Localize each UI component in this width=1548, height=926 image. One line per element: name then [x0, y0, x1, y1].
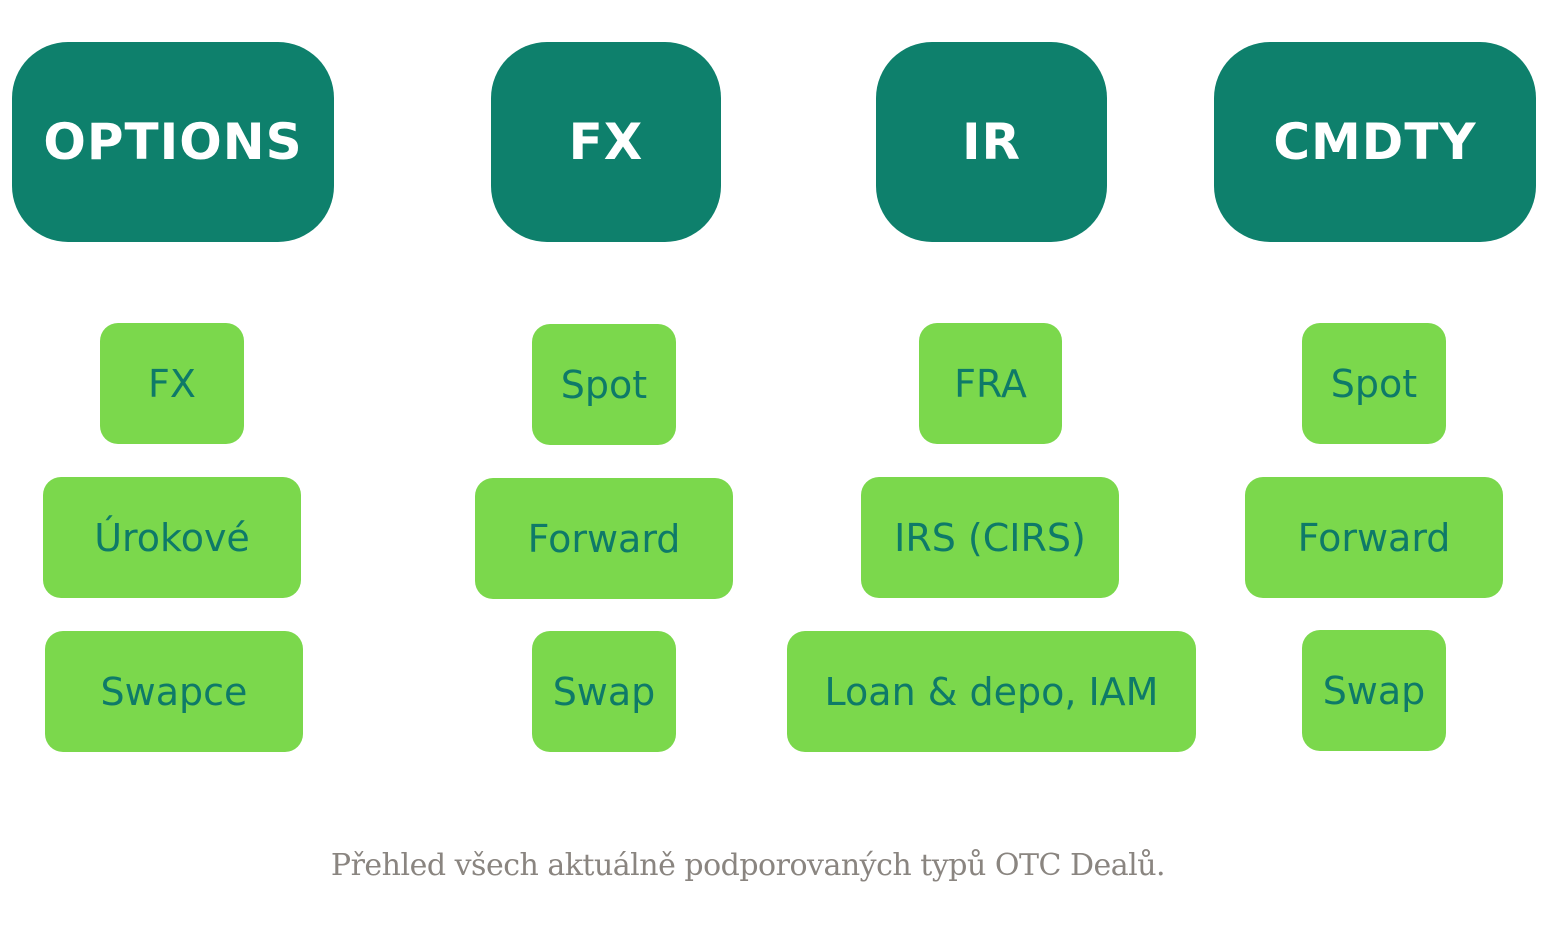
cmdty-item-swap: Swap	[1302, 630, 1446, 751]
options-item-urokove: Úrokové	[43, 477, 301, 598]
fx-item-forward: Forward	[475, 478, 733, 599]
diagram-caption: Přehled všech aktuálně podporovaných typ…	[330, 848, 1166, 883]
fx-item-swap: Swap	[532, 631, 676, 752]
ir-item-fra: FRA	[919, 323, 1062, 444]
options-item-swapce: Swapce	[45, 631, 303, 752]
cmdty-item-spot: Spot	[1302, 323, 1446, 444]
options-item-fx: FX	[100, 323, 244, 444]
category-header-fx: FX	[491, 42, 721, 242]
category-header-cmdty: CMDTY	[1214, 42, 1536, 242]
category-header-ir: IR	[876, 42, 1107, 242]
cmdty-item-forward: Forward	[1245, 477, 1503, 598]
fx-item-spot: Spot	[532, 324, 676, 445]
ir-item-loan-depo: Loan & depo, IAM	[787, 631, 1196, 752]
category-header-options: OPTIONS	[12, 42, 334, 242]
ir-item-irs: IRS (CIRS)	[861, 477, 1119, 598]
